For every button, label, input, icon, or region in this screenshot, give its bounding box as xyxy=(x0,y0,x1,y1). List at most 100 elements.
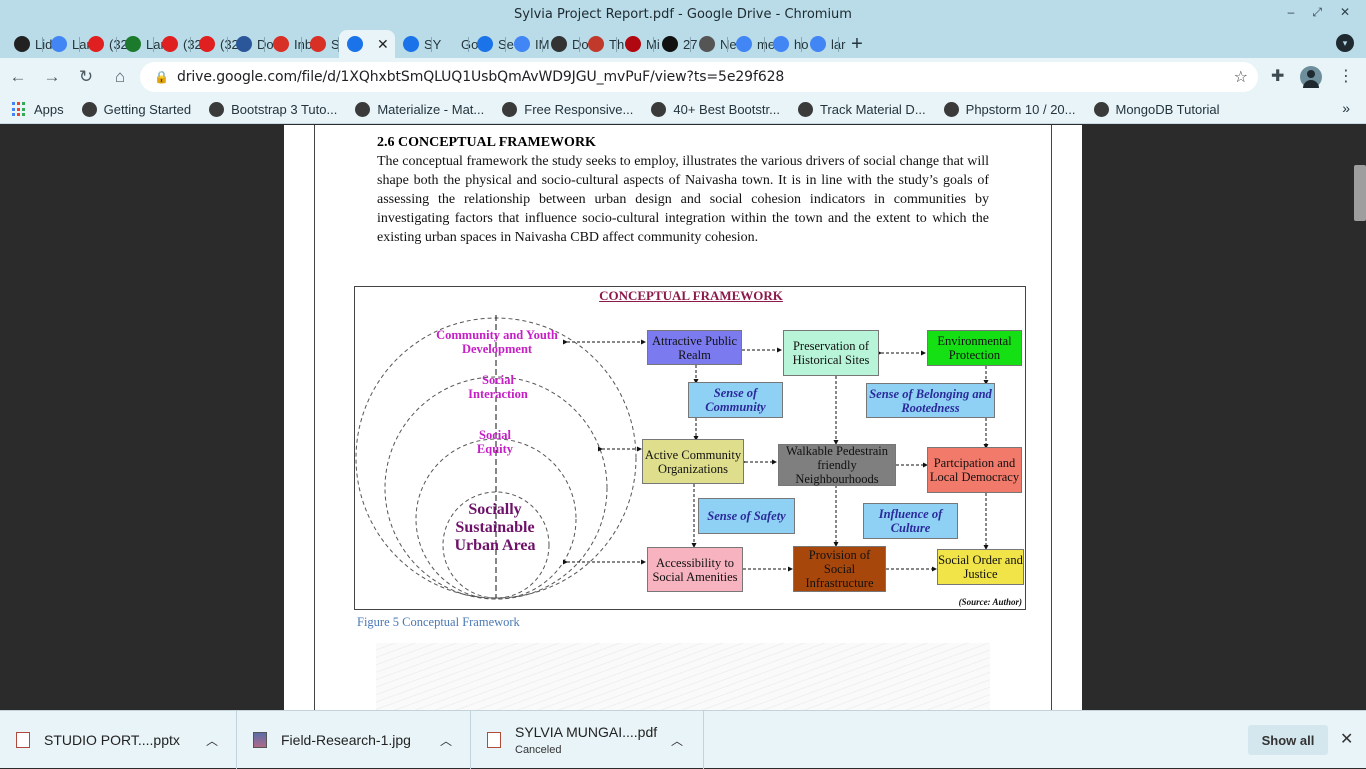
close-tab-icon[interactable]: ✕ xyxy=(377,35,389,52)
download-status: Canceled xyxy=(515,744,562,756)
browser-tab[interactable]: Lar xyxy=(43,30,91,58)
tab-label: Inb xyxy=(294,36,313,52)
circle-social-interaction xyxy=(384,376,608,600)
profile-avatar-icon[interactable] xyxy=(1300,66,1322,88)
bookmark-item[interactable]: Apps xyxy=(12,102,64,117)
close-downloads-icon[interactable]: ✕ xyxy=(1340,731,1354,748)
browser-tab[interactable]: Se xyxy=(302,30,347,58)
tab-label: SY xyxy=(424,36,442,52)
tab-label: Lid xyxy=(35,36,53,52)
google-icon xyxy=(773,36,789,52)
lock-icon[interactable]: 🔒 xyxy=(154,70,169,84)
bookmark-label: Phpstorm 10 / 20... xyxy=(965,102,1076,117)
browser-tab[interactable]: SY xyxy=(395,30,441,58)
drive-icon xyxy=(477,36,493,52)
browser-tab[interactable]: Inb xyxy=(265,30,312,58)
reload-icon: ↻ xyxy=(78,67,94,86)
node-influence-of-culture: Influence of Culture xyxy=(863,503,958,539)
word-icon xyxy=(236,36,252,52)
tab-search-icon[interactable]: ▾ xyxy=(1336,34,1354,52)
browser-tab[interactable]: lar xyxy=(802,30,845,58)
forward-button[interactable]: → xyxy=(36,61,68,93)
browser-tab[interactable]: Mi xyxy=(617,30,660,58)
diamond-icon xyxy=(1093,102,1109,117)
more-bookmarks-icon[interactable]: » xyxy=(1342,100,1350,116)
menu-kebab-icon[interactable]: ⋮ xyxy=(1338,68,1354,85)
browser-tab[interactable]: Ne xyxy=(691,30,737,58)
show-all-button[interactable]: Show all xyxy=(1248,725,1328,755)
url-text[interactable]: drive.google.com/file/d/1XQhxbtSmQLUQ1Us… xyxy=(176,69,785,85)
home-button[interactable]: ⌂ xyxy=(104,61,136,93)
node-sense-of-belonging: Sense of Belonging and Rootedness xyxy=(866,383,995,418)
figure-title: CONCEPTUAL FRAMEWORK xyxy=(599,288,783,303)
browser-toolbar: ← → ↻ ⌂ 🔒 drive.google.com/file/d/1XQhxb… xyxy=(0,58,1366,96)
reload-button[interactable]: ↻ xyxy=(70,61,102,93)
back-button[interactable]: ← xyxy=(2,61,34,93)
tab-label: Lar xyxy=(72,36,91,52)
tab-label: Do xyxy=(257,36,274,52)
browser-tab[interactable]: Lid xyxy=(6,30,52,58)
browser-tab[interactable]: Lar xyxy=(117,30,165,58)
tab-label: (32 xyxy=(109,36,128,52)
browser-tab[interactable]: (32 xyxy=(191,30,239,58)
browser-tab[interactable]: Go xyxy=(432,30,478,58)
browser-tab[interactable]: (32 xyxy=(154,30,202,58)
bookmark-item[interactable]: Track Material D... xyxy=(797,102,926,117)
s-icon xyxy=(662,36,678,52)
download-filename: Field-Research-1.jpg xyxy=(281,732,411,748)
extensions-puzzle-icon[interactable]: ✚ xyxy=(1271,68,1285,85)
google-icon xyxy=(514,36,530,52)
download-item[interactable]: STUDIO PORT....pptx ︿ xyxy=(0,711,237,769)
globe-icon xyxy=(209,102,225,117)
new-tab-button[interactable]: + xyxy=(851,32,863,55)
chevron-up-icon[interactable]: ︿ xyxy=(206,734,219,748)
bookmark-item[interactable]: Phpstorm 10 / 20... xyxy=(943,102,1076,117)
figure-caption: Figure 5 Conceptual Framework xyxy=(357,615,520,629)
browser-tab[interactable]: Th xyxy=(580,30,624,58)
browser-tab[interactable]: ho xyxy=(765,30,808,58)
pdf-viewer[interactable]: 2.6 CONCEPTUAL FRAMEWORK The conceptual … xyxy=(0,125,1366,710)
bookmark-item[interactable]: Materialize - Mat... xyxy=(355,102,484,117)
node-environmental-protection: Environmental Protection xyxy=(927,330,1022,366)
bookmark-item[interactable]: MongoDB Tutorial xyxy=(1093,102,1220,117)
fox-icon xyxy=(588,36,604,52)
bookmark-item[interactable]: 40+ Best Bootstr... xyxy=(651,102,780,117)
conceptual-framework-figure: CONCEPTUAL FRAMEWORK xyxy=(354,286,1026,610)
at-icon xyxy=(651,102,667,117)
address-bar[interactable]: 🔒 drive.google.com/file/d/1XQhxbtSmQLUQ1… xyxy=(140,62,1258,92)
pdf-file-icon xyxy=(487,732,501,748)
maximize-icon[interactable]: ⤢ xyxy=(1312,5,1322,19)
chevron-up-icon[interactable]: ︿ xyxy=(440,734,453,748)
download-item[interactable]: Field-Research-1.jpg ︿ xyxy=(237,711,471,769)
node-sense-of-community: Sense of Community xyxy=(688,382,783,418)
tab-label: (32 xyxy=(183,36,202,52)
tab-label: (32 xyxy=(220,36,239,52)
node-provision-social-infrastructure: Provision of Social Infrastructure xyxy=(793,546,886,592)
bookmark-item[interactable]: Bootstrap 3 Tuto... xyxy=(209,102,337,117)
browser-tab[interactable]: Do xyxy=(543,30,589,58)
browser-tab[interactable]: ✕ xyxy=(339,30,395,58)
download-item[interactable]: SYLVIA MUNGAI....pdf Canceled ︿ xyxy=(471,711,704,769)
browser-tab[interactable]: (32 xyxy=(80,30,128,58)
bookmark-label: Bootstrap 3 Tuto... xyxy=(231,102,338,117)
bookmark-star-icon[interactable]: ☆ xyxy=(1233,69,1248,86)
bookmark-label: Getting Started xyxy=(103,102,192,117)
minimize-icon[interactable]: – xyxy=(1287,5,1295,19)
globe-icon xyxy=(502,102,518,117)
node-participation-local-democracy: Partcipation and Local Democracy xyxy=(927,447,1022,493)
chevron-up-icon[interactable]: ︿ xyxy=(671,734,684,748)
google-search-icon xyxy=(943,102,959,117)
viewer-scrollbar-thumb[interactable] xyxy=(1354,165,1366,221)
node-accessibility-social-amenities: Accessibility to Social Amenities xyxy=(647,547,743,592)
close-window-icon[interactable]: ✕ xyxy=(1339,5,1350,19)
browser-tab[interactable]: 27 xyxy=(654,30,697,58)
bookmark-item[interactable]: Getting Started xyxy=(81,102,192,117)
section-paragraph: The conceptual framework the study seeks… xyxy=(377,154,989,245)
browser-tab[interactable]: Se xyxy=(469,30,514,58)
node-sense-of-safety: Sense of Safety xyxy=(698,498,795,534)
browser-tab[interactable]: Do xyxy=(228,30,274,58)
browser-tab[interactable]: me xyxy=(728,30,775,58)
browser-tab[interactable]: IM xyxy=(506,30,549,58)
drive-icon xyxy=(403,36,419,52)
bookmark-item[interactable]: Free Responsive... xyxy=(502,102,633,117)
